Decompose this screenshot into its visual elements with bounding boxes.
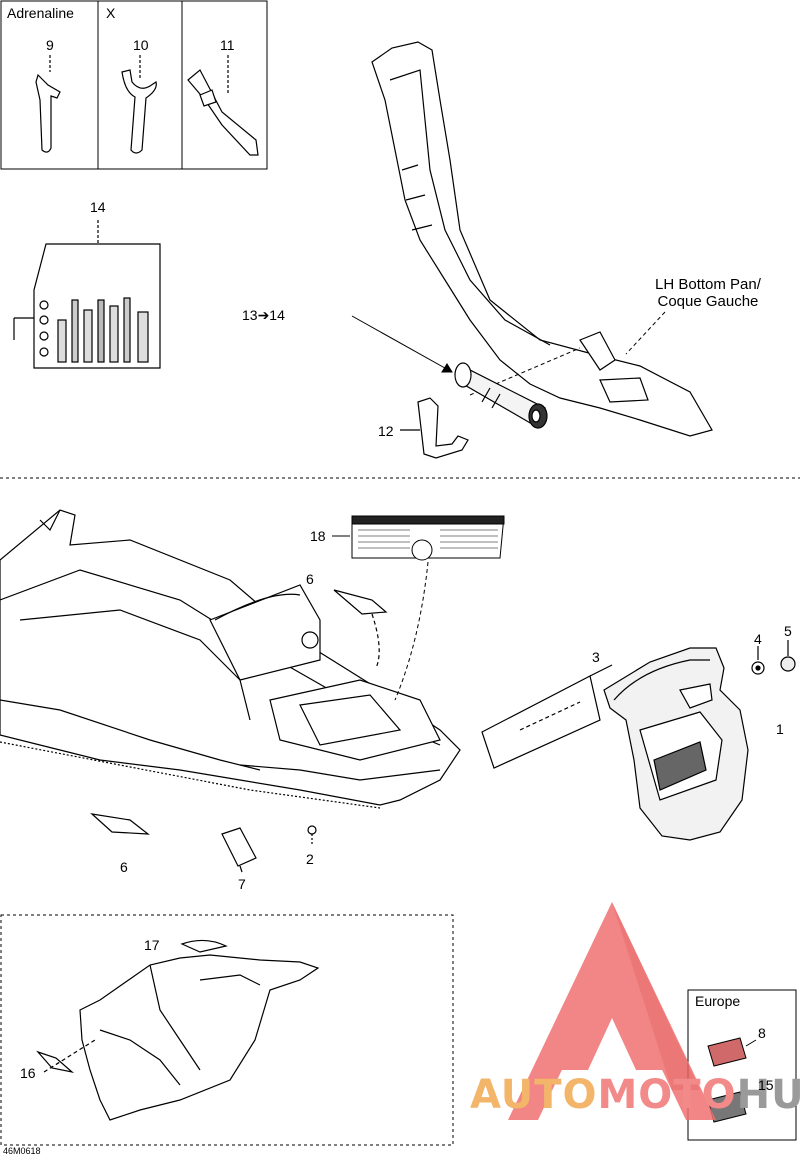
deflector-6-top bbox=[333, 589, 388, 669]
callout-7: 7 bbox=[238, 876, 246, 892]
figure-code: 46M0618 bbox=[3, 1146, 41, 1156]
cap-5-drawing bbox=[780, 640, 796, 672]
bracket-12-drawing bbox=[400, 397, 469, 459]
part-7-drawing bbox=[221, 827, 257, 873]
fastener-4-drawing bbox=[751, 646, 765, 675]
decal-18-drawing bbox=[332, 515, 505, 701]
part-2-drawing bbox=[307, 825, 317, 845]
callout-9: 9 bbox=[46, 37, 54, 53]
callout-8: 8 bbox=[758, 1025, 766, 1041]
chassis-drawing bbox=[0, 509, 461, 809]
callout-10: 10 bbox=[133, 37, 149, 53]
callout-4: 4 bbox=[754, 631, 762, 647]
watermark-logo bbox=[508, 902, 716, 1120]
callout-18: 18 bbox=[310, 528, 326, 544]
detail-box-frame bbox=[0, 914, 454, 1146]
callout-17: 17 bbox=[144, 937, 160, 953]
watermark-text-moto: MOTO bbox=[597, 1072, 737, 1118]
callout-11: 11 bbox=[220, 37, 235, 53]
callout-3: 3 bbox=[592, 649, 600, 665]
detail-pan-drawing bbox=[36, 939, 320, 1121]
tool-table-header-x: X bbox=[106, 5, 116, 21]
insert-arrow bbox=[351, 315, 581, 396]
tool-tube-drawing bbox=[454, 362, 548, 429]
callout-6-top: 6 bbox=[306, 571, 314, 587]
watermark-text: AUTOMOTOHUB bbox=[470, 1072, 800, 1118]
wrench-10-drawing bbox=[121, 55, 157, 154]
europe-title: Europe bbox=[695, 993, 741, 1009]
ref-13-to-14: 13➔14 bbox=[242, 307, 285, 323]
deflector-6-bottom bbox=[90, 813, 150, 835]
reflector-8-drawing bbox=[707, 1037, 757, 1067]
bottom-pan-label-line2: Coque Gauche bbox=[657, 292, 759, 310]
callout-16: 16 bbox=[20, 1065, 36, 1081]
callout-15: 15 bbox=[758, 1077, 774, 1093]
callout-12: 12 bbox=[378, 423, 394, 439]
callout-5: 5 bbox=[784, 623, 792, 639]
callout-14: 14 bbox=[90, 199, 106, 215]
tool-table-header-adrenaline: Adrenaline bbox=[7, 5, 74, 21]
plate-3-drawing bbox=[481, 664, 613, 769]
bottom-pan-drawing bbox=[371, 41, 713, 437]
callout-1: 1 bbox=[776, 721, 784, 737]
watermark-text-hub: HUB bbox=[736, 1072, 800, 1118]
tool-11-drawing bbox=[187, 55, 259, 156]
bottom-pan-leader bbox=[625, 311, 666, 355]
watermark-text-auto: AUTO bbox=[470, 1072, 598, 1118]
bottom-pan-label-line1: LH Bottom Pan/ bbox=[655, 276, 761, 293]
callout-6-bottom: 6 bbox=[120, 859, 128, 875]
tool-table-frame bbox=[0, 0, 268, 170]
toolkit-pouch-drawing bbox=[13, 220, 161, 369]
wrench-9-drawing bbox=[35, 55, 61, 153]
callout-2: 2 bbox=[306, 851, 314, 867]
bottom-pan-label: LH Bottom Pan/ Coque Gauche bbox=[655, 276, 761, 310]
hood-1-drawing bbox=[603, 647, 749, 841]
